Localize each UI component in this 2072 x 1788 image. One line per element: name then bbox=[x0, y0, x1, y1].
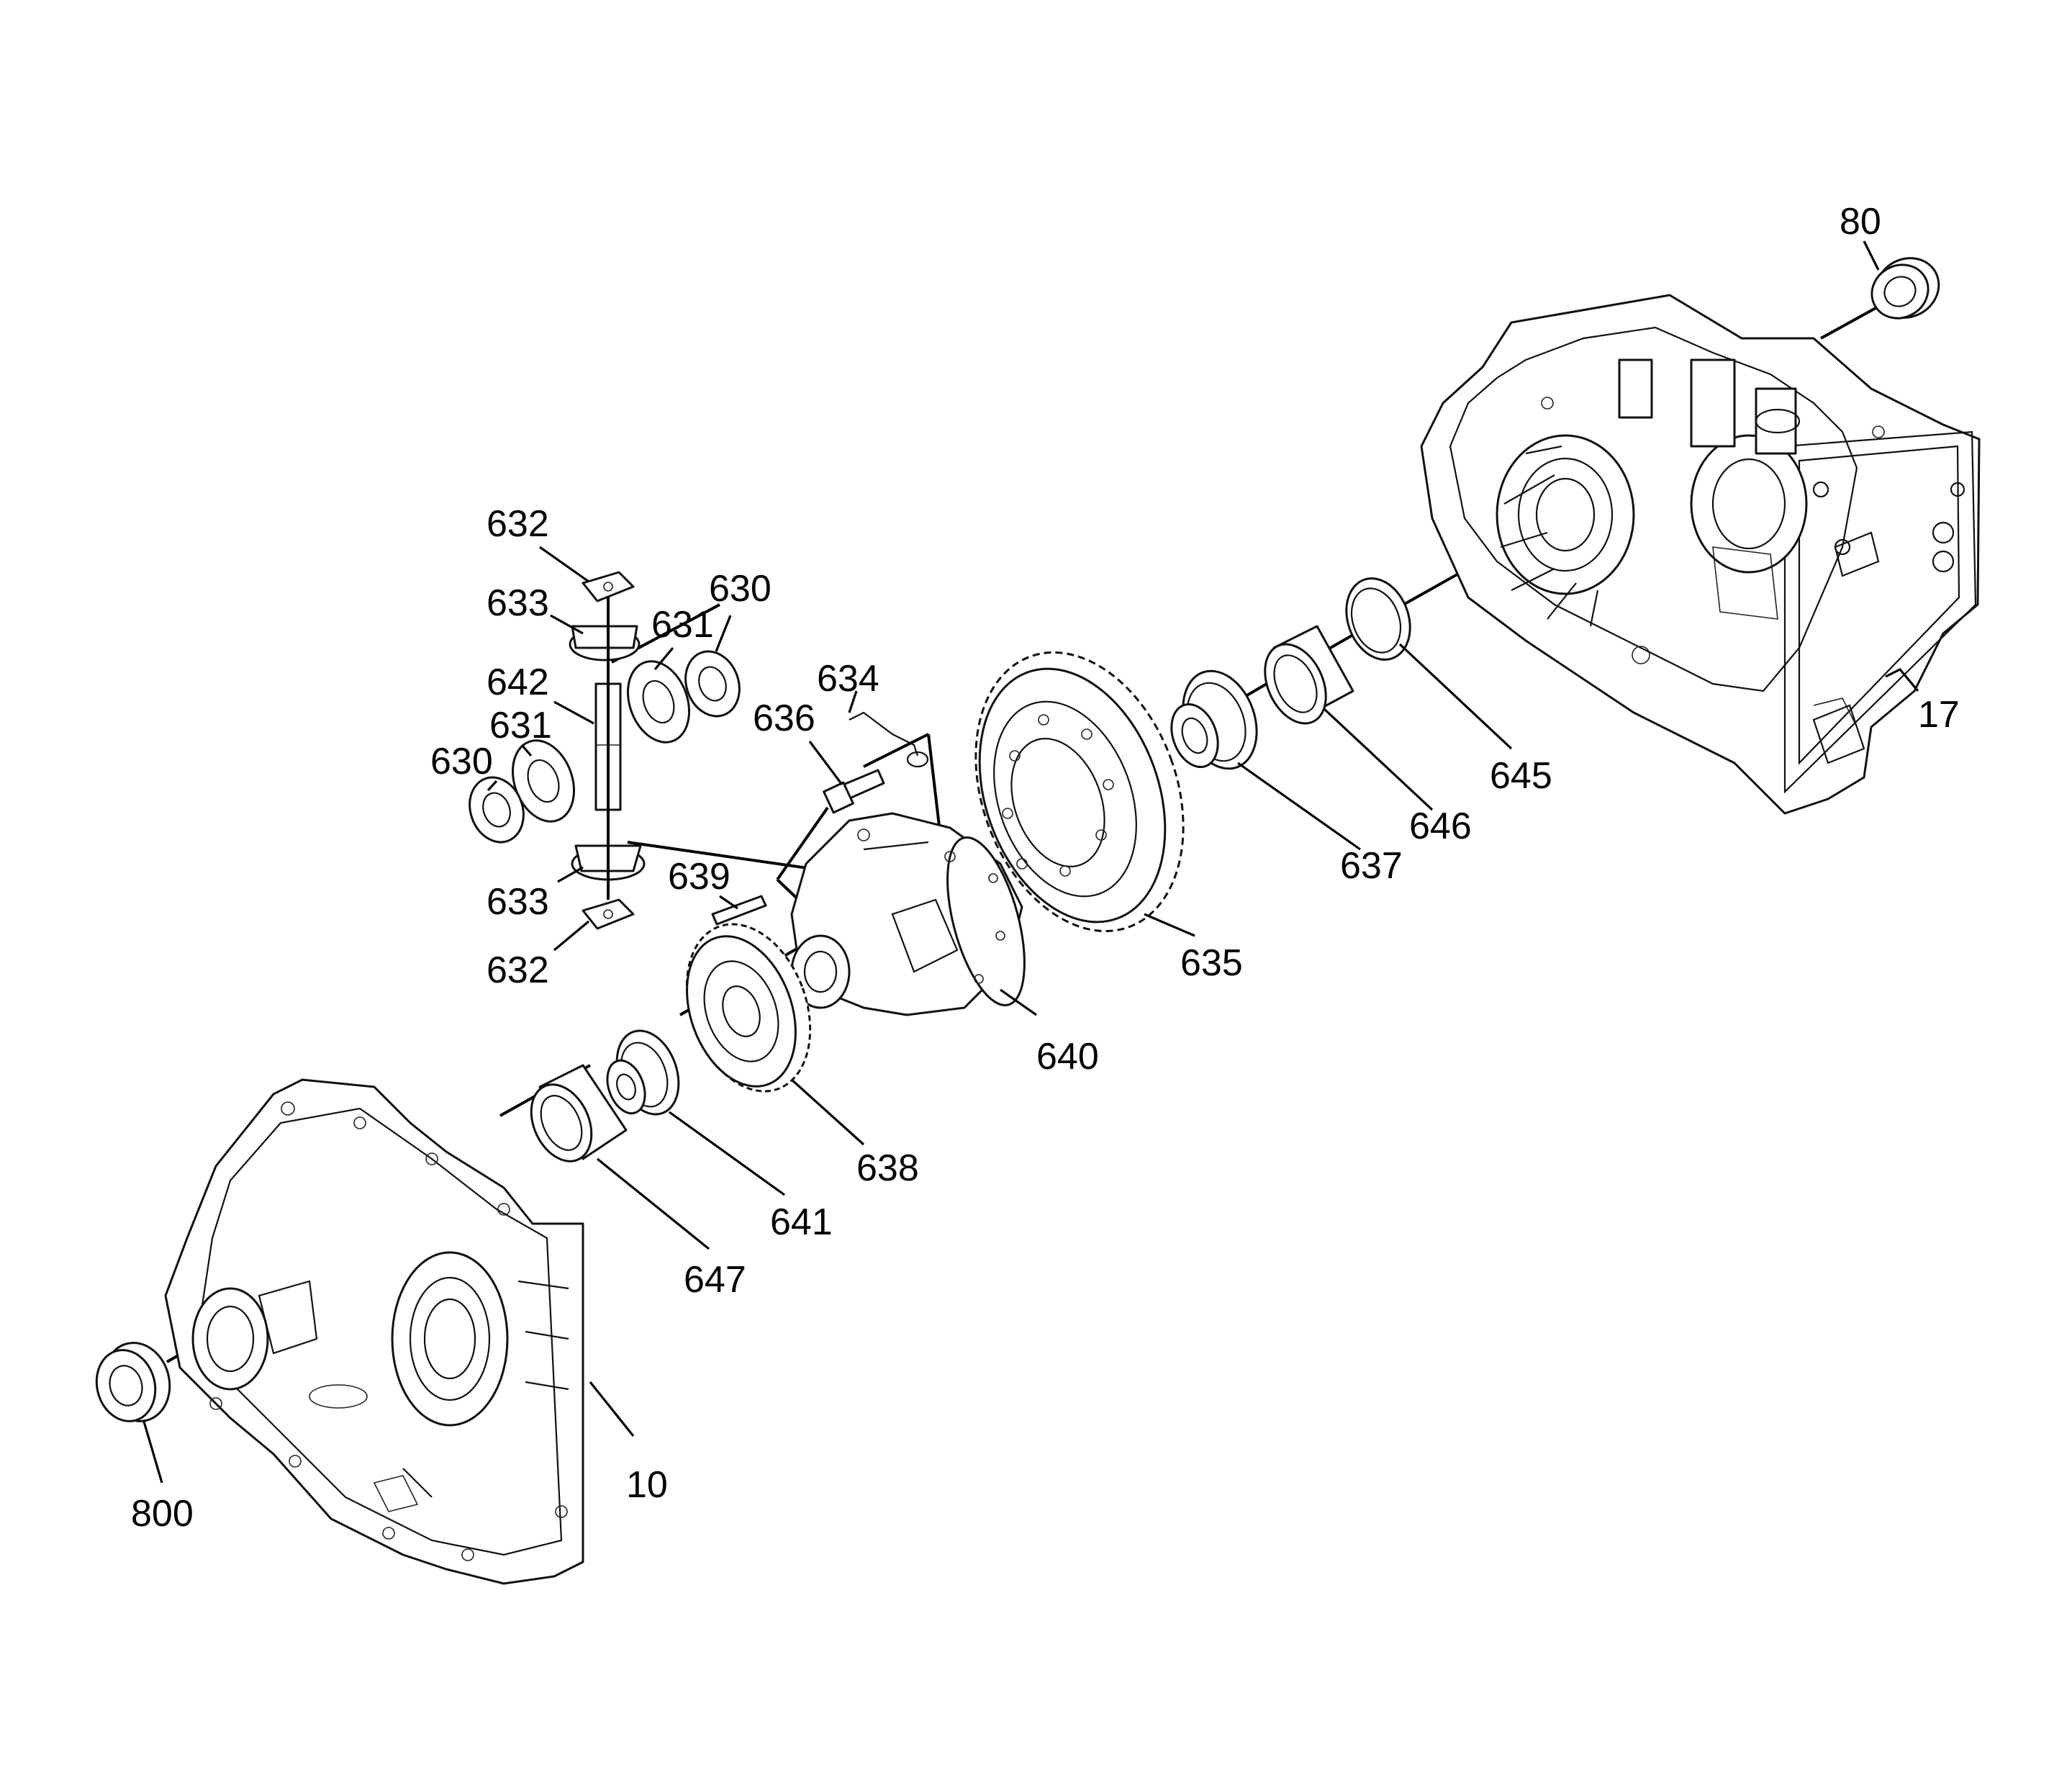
callout-17: 17 bbox=[1918, 694, 1960, 736]
callout-labels: 80 17 645 646 637 635 640 634 636 639 63… bbox=[131, 201, 1960, 1535]
callout-642: 642 bbox=[487, 662, 549, 703]
transmission-housing-right bbox=[1420, 294, 1981, 815]
callout-631-right: 631 bbox=[651, 604, 714, 646]
callout-632-top: 632 bbox=[487, 503, 549, 545]
callout-640: 640 bbox=[1036, 1036, 1099, 1078]
callout-637: 637 bbox=[1340, 845, 1403, 887]
gear-638 bbox=[685, 923, 812, 1093]
callout-633-top: 633 bbox=[487, 582, 549, 624]
seal-800 bbox=[95, 1342, 171, 1422]
transmission-housing-left bbox=[164, 1078, 584, 1585]
shim-645 bbox=[1345, 577, 1411, 661]
bearing-637 bbox=[1170, 669, 1258, 770]
callout-647: 647 bbox=[684, 1259, 746, 1301]
ring-gear-635 bbox=[974, 651, 1185, 933]
bearing-cup-646 bbox=[1264, 625, 1354, 725]
callout-632-bottom: 632 bbox=[487, 949, 549, 991]
callout-630-left: 630 bbox=[430, 741, 493, 782]
callout-631-left: 631 bbox=[489, 705, 552, 746]
pin-639 bbox=[711, 895, 767, 926]
callout-630-right: 630 bbox=[709, 568, 772, 610]
bolt-636 bbox=[823, 769, 885, 814]
bearing-641 bbox=[606, 1029, 680, 1116]
differential-internals bbox=[469, 571, 741, 930]
bearing-cup-647 bbox=[530, 1064, 628, 1162]
lock-plate-634 bbox=[849, 711, 929, 768]
callout-800: 800 bbox=[131, 1493, 194, 1535]
callout-10: 10 bbox=[626, 1464, 668, 1506]
callout-646: 646 bbox=[1409, 805, 1472, 847]
differential-case-640 bbox=[790, 812, 1026, 1016]
callout-639: 639 bbox=[668, 856, 730, 898]
callout-645: 645 bbox=[1490, 755, 1552, 797]
callout-641: 641 bbox=[770, 1201, 833, 1243]
seal-80 bbox=[1870, 257, 1940, 320]
callout-633-bottom: 633 bbox=[487, 881, 549, 923]
leader-lines bbox=[142, 240, 1919, 1484]
callout-634: 634 bbox=[817, 658, 879, 700]
callout-638: 638 bbox=[856, 1147, 919, 1189]
callout-635: 635 bbox=[1180, 942, 1243, 984]
callout-80: 80 bbox=[1840, 201, 1881, 243]
callout-636: 636 bbox=[753, 697, 815, 739]
